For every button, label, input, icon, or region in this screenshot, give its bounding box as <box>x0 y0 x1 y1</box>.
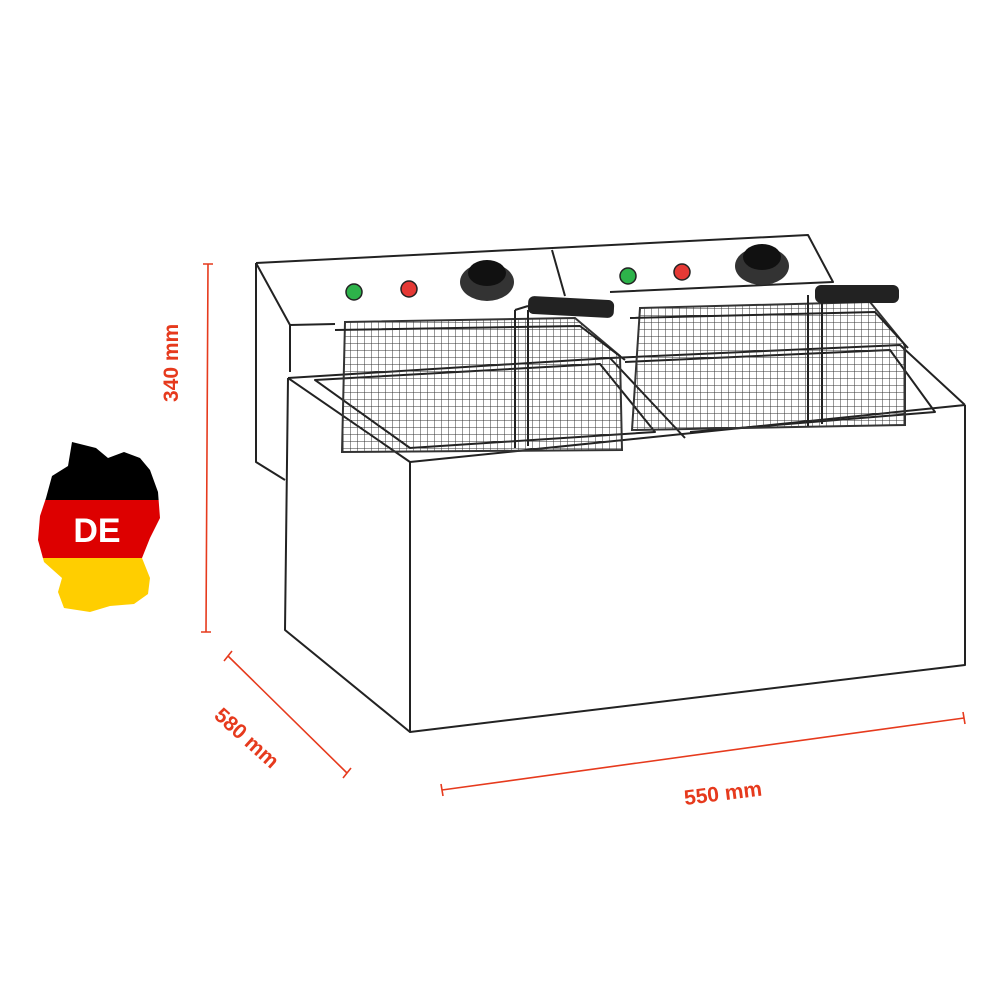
width-dimension <box>440 711 966 797</box>
indicator-light-green <box>619 267 637 285</box>
indicator-light-red <box>400 280 418 298</box>
width-label: 550 mm <box>683 778 763 810</box>
depth-label: 580 mm <box>210 704 284 773</box>
thermostat-knob[interactable] <box>735 244 789 285</box>
thermostat-knob[interactable] <box>460 260 514 301</box>
basket-handle[interactable] <box>527 296 615 318</box>
control-panel <box>255 234 834 481</box>
depth-dimension <box>223 650 352 779</box>
country-label: DE <box>73 512 120 550</box>
indicator-light-green <box>345 283 363 301</box>
fryer-basket-left[interactable] <box>334 296 626 454</box>
fryer-basket-right[interactable] <box>629 285 909 432</box>
indicator-light-red <box>673 263 691 281</box>
height-dimension <box>201 263 213 633</box>
height-label: 340 mm <box>160 324 183 402</box>
basket-handle[interactable] <box>815 285 899 303</box>
